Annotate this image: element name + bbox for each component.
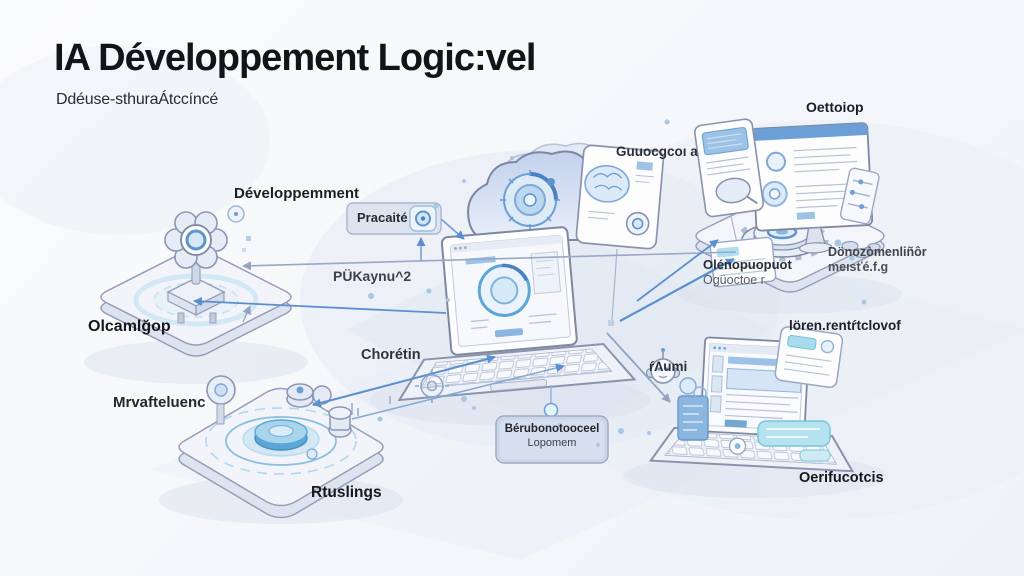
decorative-dots — [368, 119, 867, 447]
badge-process-line1: Bérubonotooceel — [504, 423, 600, 435]
cloud-gear-icon — [500, 170, 560, 230]
badge-process — [495, 385, 609, 464]
tiny-marks — [351, 396, 391, 416]
label-oettoiop: Oettoiop — [806, 99, 864, 115]
label-rtuslings: Rtuslings — [311, 484, 382, 501]
label-mulmi: ŕΛumi — [649, 359, 688, 374]
page-title: IA Développement Logic:vel — [54, 37, 536, 79]
label-olenopuopuot-line2: Ogüoctoe r — [703, 272, 765, 287]
label-choretin: Chorétin — [361, 347, 421, 363]
label-olcamlgop: Olcamlğop — [88, 318, 171, 335]
small-gear-outline-icon — [415, 369, 449, 403]
badge-pracaite-label: Pracaité — [357, 210, 408, 225]
card-magnifier — [693, 118, 765, 218]
label-donozomenlinor-line1: Dönozòmenliñôr — [828, 245, 927, 259]
doc-panel — [677, 395, 709, 441]
chat-chip — [757, 420, 831, 462]
label-olenopuopuot-line1: Olénopuopuot — [703, 257, 792, 272]
badge-process-label: Bérubonotooceel Lopomem — [496, 423, 608, 450]
badge-pracaite — [346, 202, 442, 235]
platform-rings — [178, 375, 384, 519]
badge-process-line2: Lopomem — [527, 436, 577, 449]
panel-brain — [575, 144, 665, 250]
card-doc — [774, 326, 844, 389]
label-donozomenlinor: Dönozòmenliñôr meısťé.f.g — [828, 245, 927, 275]
card-note — [709, 236, 777, 288]
pedestal — [166, 277, 226, 324]
label-mrvafteluenc: Mrvafteluenc — [113, 394, 206, 411]
robot-mascot-icon — [645, 348, 707, 400]
sliders-card — [839, 167, 880, 225]
label-pukaynu: PÜKaynu^2 — [333, 268, 412, 284]
label-donozomenlinor-line2: meısťé.f.g — [828, 260, 889, 274]
flow-arrows — [193, 218, 737, 420]
label-developpement: Développemment — [234, 185, 360, 202]
label-loren: lören.rentŕtclovof — [789, 318, 901, 333]
platform-deploy — [693, 118, 885, 293]
label-olenopuopuot: Olénopuopuot Ogüoctoe r — [703, 257, 792, 288]
page-subtitle: Ddéuse-sthuraÁtccíncé — [56, 91, 219, 108]
label-guuogcoi: Guuocgcoı a — [616, 144, 698, 159]
gear-flower-icon — [164, 205, 251, 285]
label-oerifucotcis: Oerifucotcis — [799, 470, 884, 486]
coins — [841, 240, 881, 259]
